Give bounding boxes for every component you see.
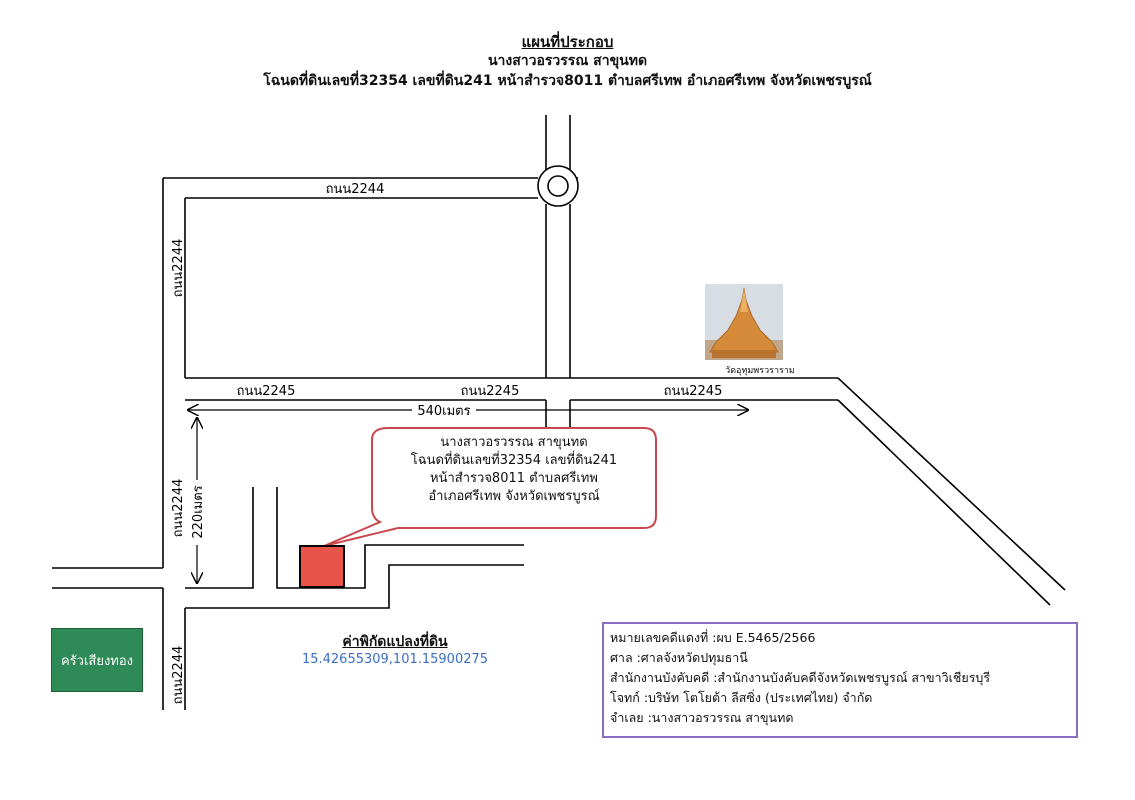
callout-location: อำเภอศรีเทพ จังหวัดเพชรบูรณ์	[428, 489, 600, 504]
road-soi-top	[185, 487, 254, 589]
road-diagonal-inner	[837, 399, 1051, 606]
case-info-box: หมายเลขคดีแดงที่ :ผบ E.5465/2566 ศาล :ศา…	[602, 622, 1078, 738]
court-name: ศาล :ศาลจังหวัดปทุมธานี	[610, 650, 748, 665]
road-label-2245-left: ถนน2245	[237, 384, 296, 399]
deed-info-title: โฉนดที่ดินเลขที่32354 เลขที่ดิน241 หน้าส…	[263, 73, 872, 89]
parcel-callout-text: นางสาวอรวรรณ สาขุนทด โฉนดที่ดินเลขที่323…	[374, 434, 654, 506]
owner-name-title: นางสาวอรวรรณ สาขุนทด	[487, 53, 648, 69]
coordinates-title: ค่าพิกัดแปลงที่ดิน	[342, 634, 448, 650]
map-title: แผนที่ประกอบ	[521, 33, 614, 51]
road-label-left-middle: ถนน2244	[171, 479, 186, 538]
distance-label-horizontal: 540เมตร	[417, 404, 470, 419]
land-parcel	[299, 545, 345, 588]
road-diagonal-outer	[837, 377, 1066, 591]
restaurant-marker: ครัวเสียงทอง	[51, 628, 143, 692]
callout-deed: โฉนดที่ดินเลขที่32354 เลขที่ดิน241	[410, 453, 618, 468]
road-soi-inner	[276, 487, 524, 589]
road-label-left-upper: ถนน2244	[171, 239, 186, 298]
road-label-left-lower: ถนน2244	[171, 646, 186, 705]
case-number: หมายเลขคดีแดงที่ :ผบ E.5465/2566	[610, 630, 816, 645]
distance-label-vertical: 220เมตร	[191, 485, 206, 538]
road-label-top: ถนน2244	[326, 182, 385, 197]
defendant: จำเลย :นางสาวอรวรรณ สาขุนทด	[610, 710, 794, 725]
temple-icon	[705, 284, 783, 360]
coordinates-value: 15.42655309,101.15900275	[301, 652, 489, 667]
temple-label: วัดอุทุมพรวราราม	[725, 366, 795, 376]
plaintiff: โจทก์ :บริษัท โตโยต้า ลีสซิ่ง (ประเทศไทย…	[610, 690, 873, 705]
callout-bubble	[323, 427, 657, 547]
callout-survey: หน้าสำรวจ8011 ตำบลศรีเทพ	[430, 471, 598, 486]
enforcement-office: สำนักงานบังคับคดี :สำนักงานบังคับคดีจังห…	[610, 670, 991, 685]
road-soi-bottom	[185, 564, 524, 609]
roundabout-inner	[547, 175, 569, 197]
callout-owner: นางสาวอรวรรณ สาขุนทด	[440, 435, 588, 450]
road-label-2245-right: ถนน2245	[664, 384, 723, 399]
road-label-2245-center: ถนน2245	[461, 384, 520, 399]
